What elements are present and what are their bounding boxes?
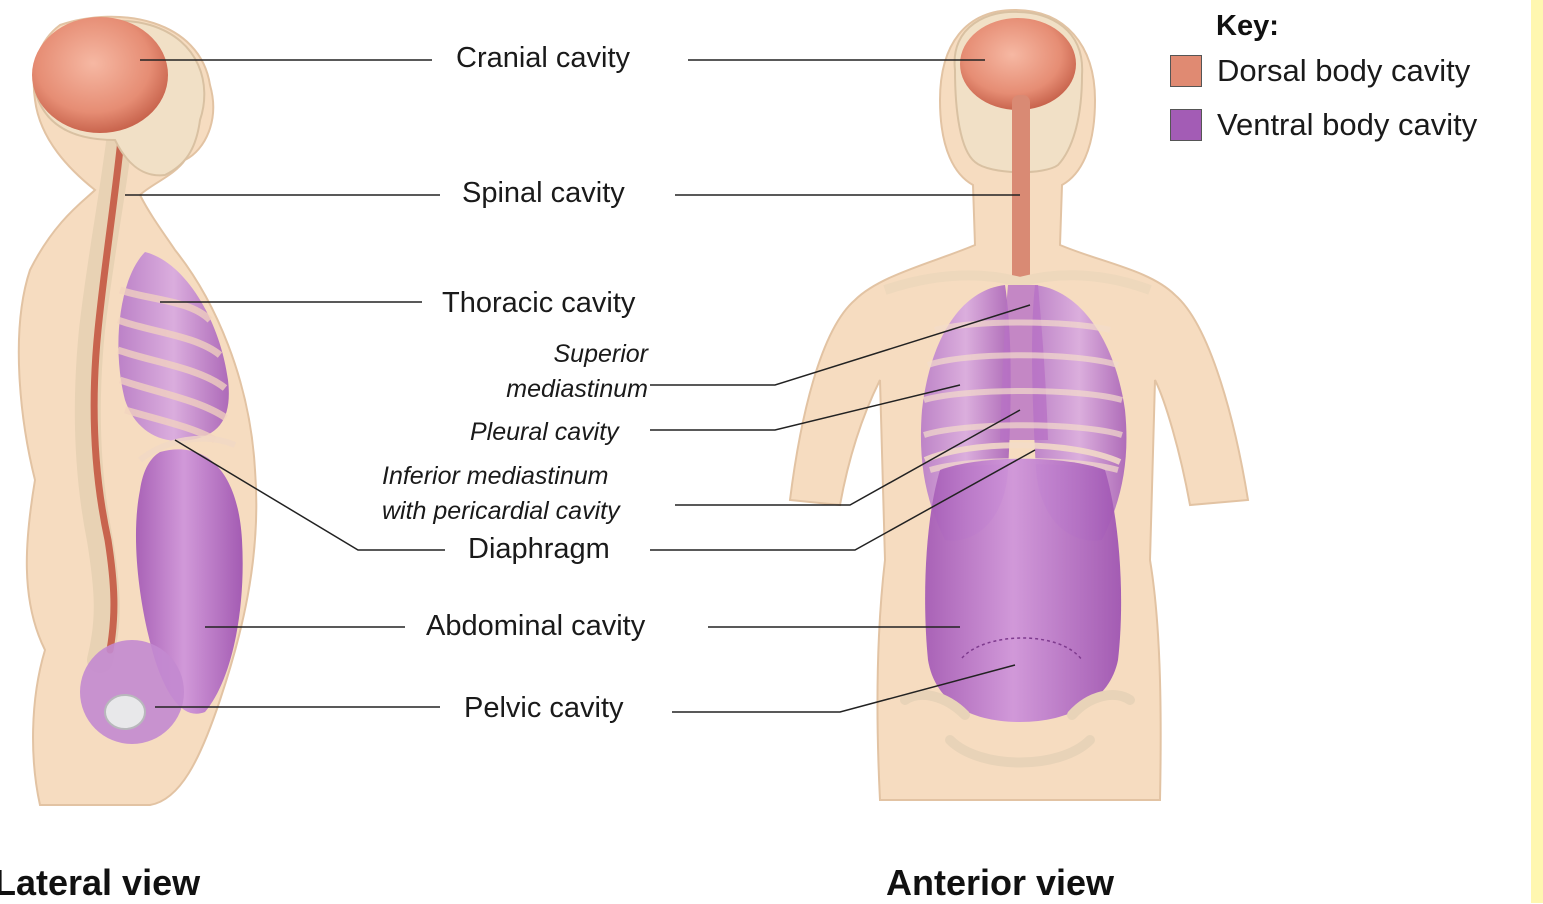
- right-edge-strip: [1531, 0, 1543, 903]
- legend-label-ventral: Ventral body cavity: [1217, 107, 1477, 143]
- legend-title: Key:: [1216, 10, 1279, 43]
- legend-swatch-ventral: [1170, 109, 1202, 141]
- lateral-hip-joint: [105, 695, 145, 729]
- legend-swatch-dorsal: [1170, 55, 1202, 87]
- lateral-view-title: Lateral view: [0, 862, 200, 904]
- label-abdominal-cavity: Abdominal cavity: [426, 610, 645, 643]
- label-superior-mediastinum-line2: mediastinum: [460, 375, 648, 404]
- lateral-figure: [19, 17, 257, 805]
- legend-label-dorsal: Dorsal body cavity: [1217, 53, 1470, 89]
- label-inferior-mediastinum-line2: with pericardial cavity: [382, 497, 620, 526]
- anterior-abdominal-cavity: [925, 459, 1121, 722]
- label-thoracic-cavity: Thoracic cavity: [442, 287, 635, 320]
- label-pleural-cavity: Pleural cavity: [470, 418, 619, 447]
- legend-item-dorsal: Dorsal body cavity: [1170, 53, 1470, 89]
- legend-item-ventral: Ventral body cavity: [1170, 107, 1477, 143]
- label-inferior-mediastinum-line1: Inferior mediastinum: [382, 462, 608, 491]
- label-superior-mediastinum-line1: Superior: [480, 340, 648, 369]
- label-cranial-cavity: Cranial cavity: [456, 42, 630, 75]
- anterior-view-title: Anterior view: [886, 862, 1114, 904]
- label-diaphragm: Diaphragm: [468, 533, 610, 566]
- label-spinal-cavity: Spinal cavity: [462, 177, 625, 210]
- anterior-spinal-canal: [1012, 95, 1030, 285]
- label-pelvic-cavity: Pelvic cavity: [464, 692, 624, 725]
- lateral-cranial-cavity: [32, 17, 168, 133]
